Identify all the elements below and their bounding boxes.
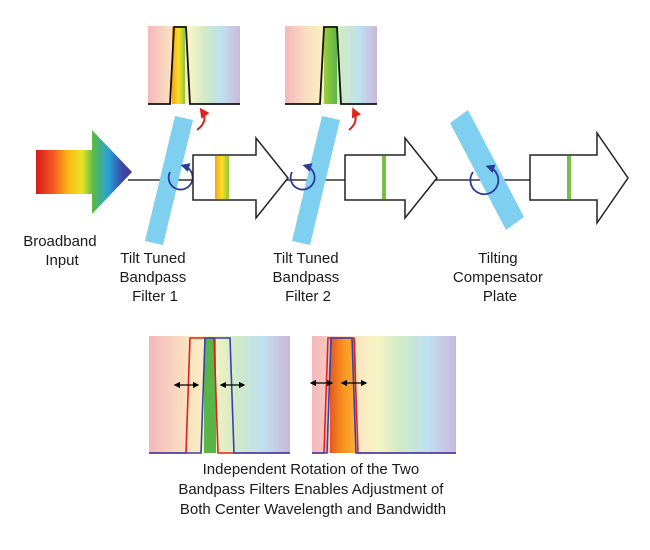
output-arrow-2 bbox=[344, 135, 438, 221]
transmitted-band-2 bbox=[382, 156, 386, 199]
compensator-plate bbox=[450, 110, 524, 230]
output-arrow-3 bbox=[529, 130, 629, 226]
filter-2-label: Tilt Tuned Bandpass Filter 2 bbox=[273, 250, 344, 305]
rotation-arrow-icon bbox=[167, 163, 194, 191]
bandpass-filter-2 bbox=[289, 116, 340, 245]
filter-2-spectrum bbox=[285, 26, 377, 131]
compensator-label: Tilting Compensator Plate bbox=[453, 250, 547, 305]
broadband-input-label: Broadband Input bbox=[23, 233, 101, 269]
bandwidth-panel-2 bbox=[309, 336, 456, 454]
tilt-arrow-icon bbox=[348, 107, 362, 131]
output-arrow-1 bbox=[192, 135, 289, 221]
transmitted-band-3 bbox=[567, 156, 571, 199]
tilt-arrow-icon bbox=[196, 107, 210, 131]
bandpass-filter-1 bbox=[145, 116, 194, 245]
transmitted-band-1 bbox=[215, 156, 229, 199]
broadband-input-arrow bbox=[36, 130, 132, 214]
filter-1-spectrum bbox=[148, 26, 240, 131]
rotation-arrow-icon bbox=[289, 163, 316, 191]
caption: Independent Rotation of the Two Bandpass… bbox=[178, 461, 447, 518]
rotation-arrow-icon bbox=[469, 164, 500, 196]
bandwidth-panel-1 bbox=[149, 336, 290, 454]
filter-1-label: Tilt Tuned Bandpass Filter 1 bbox=[120, 250, 191, 305]
